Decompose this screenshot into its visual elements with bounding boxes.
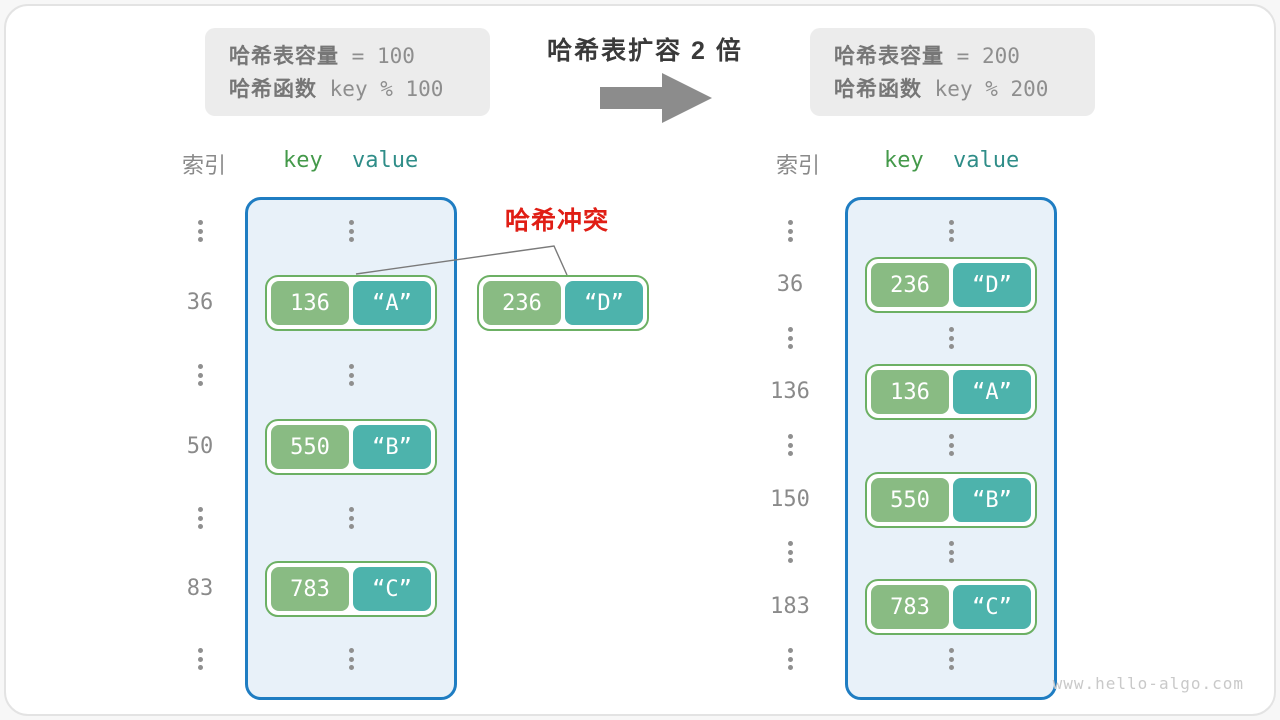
capacity-value: = 100 bbox=[351, 44, 415, 68]
kv-pair: 136 “A” bbox=[265, 275, 437, 331]
index-label: 136 bbox=[770, 379, 810, 404]
index-label: 36 bbox=[776, 272, 804, 297]
key-cell: 550 bbox=[871, 478, 949, 522]
ellipsis-dots bbox=[265, 648, 437, 670]
ellipsis-dots bbox=[755, 648, 825, 670]
index-label: 36 bbox=[186, 290, 214, 315]
left-key-header: key bbox=[283, 148, 323, 173]
value-cell: “A” bbox=[953, 370, 1031, 414]
ellipsis-dots bbox=[165, 364, 235, 386]
diagram-card bbox=[4, 4, 1276, 716]
ellipsis-dots bbox=[165, 507, 235, 529]
key-cell: 783 bbox=[871, 585, 949, 629]
capacity-box-before: 哈希表容量 = 100 哈希函数 key % 100 bbox=[205, 28, 490, 116]
ellipsis-dots bbox=[755, 220, 825, 242]
capacity-value: = 200 bbox=[956, 44, 1020, 68]
key-cell: 550 bbox=[271, 425, 349, 469]
hash-fn-label: 哈希函数 bbox=[834, 78, 922, 101]
index-label: 83 bbox=[186, 576, 214, 601]
key-cell: 783 bbox=[271, 567, 349, 611]
kv-pair: 236 “D” bbox=[865, 257, 1037, 313]
ellipsis-dots bbox=[755, 434, 825, 456]
kv-pair: 550 “B” bbox=[865, 472, 1037, 528]
ellipsis-dots bbox=[865, 220, 1037, 242]
right-value-header: value bbox=[953, 148, 1020, 173]
kv-pair: 136 “A” bbox=[865, 364, 1037, 420]
kv-pair: 550 “B” bbox=[265, 419, 437, 475]
ellipsis-dots bbox=[865, 648, 1037, 670]
kv-pair: 783 “C” bbox=[865, 579, 1037, 635]
ellipsis-dots bbox=[165, 648, 235, 670]
hash-fn-value: key % 100 bbox=[329, 77, 444, 101]
index-label: 150 bbox=[770, 487, 810, 512]
value-cell: “D” bbox=[565, 281, 643, 325]
value-cell: “B” bbox=[953, 478, 1031, 522]
kv-pair-collision: 236 “D” bbox=[477, 275, 649, 331]
right-key-header: key bbox=[884, 148, 924, 173]
left-value-header: value bbox=[352, 148, 419, 173]
watermark: www.hello-algo.com bbox=[1052, 674, 1244, 693]
value-cell: “A” bbox=[353, 281, 431, 325]
right-index-header: 索引 bbox=[775, 153, 820, 178]
collision-label: 哈希冲突 bbox=[504, 207, 609, 235]
key-cell: 136 bbox=[871, 370, 949, 414]
ellipsis-dots bbox=[265, 220, 437, 242]
hash-fn-label: 哈希函数 bbox=[229, 78, 317, 101]
index-label: 50 bbox=[186, 434, 214, 459]
hash-fn-value: key % 200 bbox=[934, 77, 1049, 101]
key-cell: 136 bbox=[271, 281, 349, 325]
index-label: 183 bbox=[770, 594, 810, 619]
value-cell: “C” bbox=[953, 585, 1031, 629]
kv-pair: 783 “C” bbox=[265, 561, 437, 617]
capacity-label: 哈希表容量 bbox=[229, 45, 339, 68]
right-arrow-icon bbox=[600, 73, 712, 123]
ellipsis-dots bbox=[265, 507, 437, 529]
ellipsis-dots bbox=[755, 327, 825, 349]
value-cell: “C” bbox=[353, 567, 431, 611]
key-cell: 236 bbox=[871, 263, 949, 307]
ellipsis-dots bbox=[755, 541, 825, 563]
key-cell: 236 bbox=[483, 281, 561, 325]
ellipsis-dots bbox=[265, 364, 437, 386]
ellipsis-dots bbox=[165, 220, 235, 242]
ellipsis-dots bbox=[865, 327, 1037, 349]
capacity-box-after: 哈希表容量 = 200 哈希函数 key % 200 bbox=[810, 28, 1095, 116]
value-cell: “B” bbox=[353, 425, 431, 469]
diagram-title: 哈希表扩容 2 倍 bbox=[547, 37, 743, 65]
capacity-label: 哈希表容量 bbox=[834, 45, 944, 68]
ellipsis-dots bbox=[865, 541, 1037, 563]
value-cell: “D” bbox=[953, 263, 1031, 307]
left-index-header: 索引 bbox=[181, 153, 226, 178]
ellipsis-dots bbox=[865, 434, 1037, 456]
